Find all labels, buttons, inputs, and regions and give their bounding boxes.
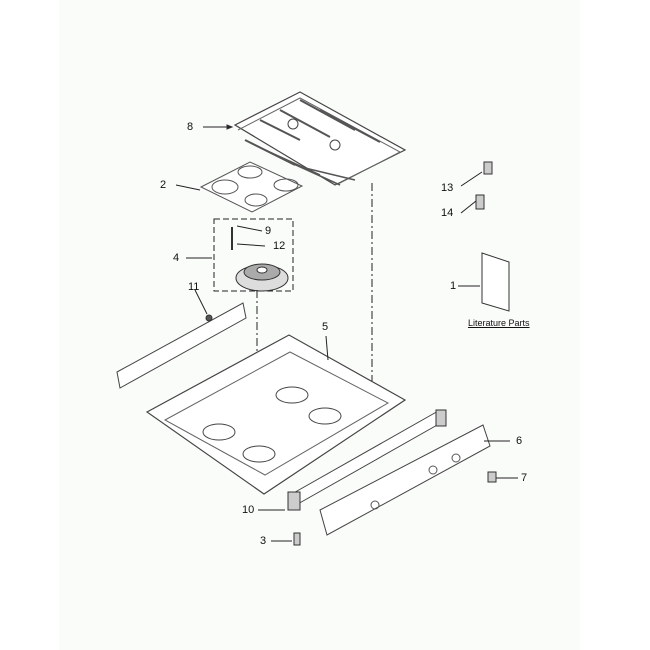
callout-6: 6 [516,435,523,447]
callout-5: 5 [322,321,329,333]
burner-group-box [213,218,294,292]
burner-base [235,263,289,292]
callout-11: 11 [188,281,200,293]
callout-4: 4 [173,252,180,264]
callout-14: 14 [441,207,454,219]
callout-1: 1 [450,280,457,292]
callout-12: 12 [273,240,286,252]
callout-8: 8 [187,121,194,133]
cooktop-main-top [145,334,407,495]
callout-3: 3 [260,535,267,547]
callout-9: 9 [265,225,272,237]
callout-13: 13 [441,182,454,194]
burner-grate [233,91,407,186]
rear-wire-channel [116,302,247,389]
callout-7: 7 [521,472,528,484]
callout-2: 2 [160,179,167,191]
manifold-assembly [287,409,491,536]
callout-10: 10 [242,504,255,516]
cooktop-mat [199,161,304,213]
literature-parts-caption: Literature Parts [468,318,530,328]
